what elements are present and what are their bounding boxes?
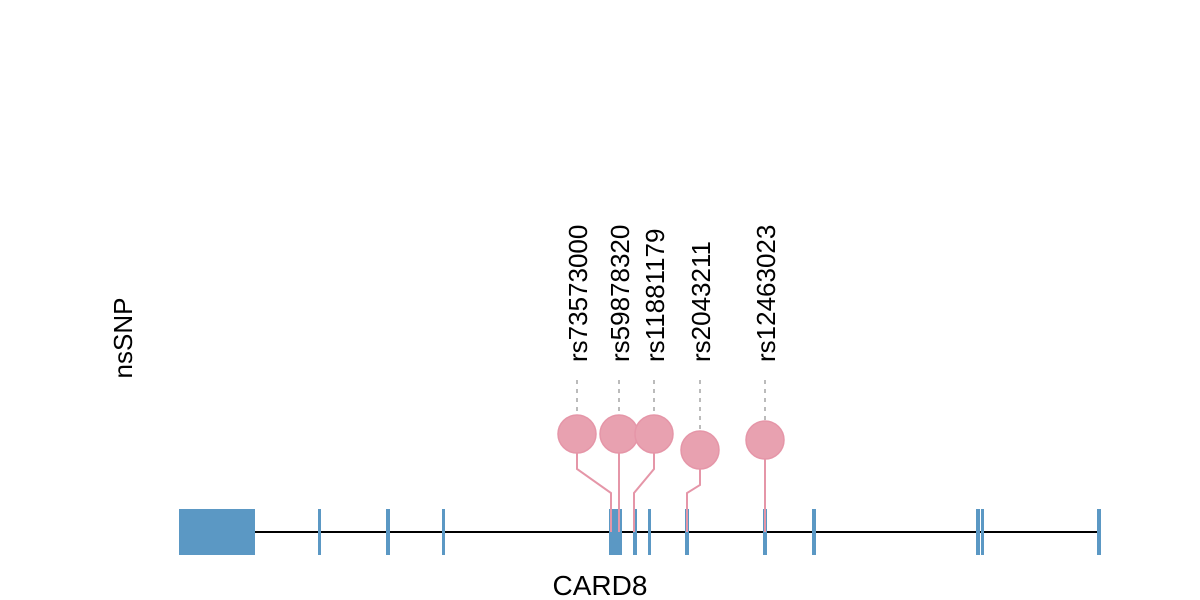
snp-label: rs11881179	[640, 229, 670, 362]
snp-marker[interactable]	[745, 420, 785, 460]
exon	[648, 509, 651, 555]
track-label: nsSNP	[108, 298, 138, 379]
snp-stem	[686, 469, 701, 532]
snp-marker[interactable]	[557, 414, 597, 454]
snp-label: rs2043211	[686, 241, 716, 362]
snp-rs2043211[interactable]: rs2043211	[680, 241, 720, 532]
snp-rs11881179[interactable]: rs11881179	[633, 229, 674, 532]
snp-rs73573000[interactable]: rs73573000	[557, 225, 612, 532]
snp-marker[interactable]	[599, 414, 639, 454]
snp-label: rs59878320	[605, 225, 635, 362]
snp-stem	[633, 453, 655, 532]
snp-label: rs73573000	[563, 225, 593, 362]
gene-label: CARD8	[553, 570, 648, 600]
exon	[179, 509, 255, 555]
snp-marker[interactable]	[634, 414, 674, 454]
snp-marker[interactable]	[680, 430, 720, 470]
exon	[976, 509, 980, 555]
exon	[812, 509, 816, 555]
exon	[386, 509, 390, 555]
exon	[318, 509, 321, 555]
exon	[1097, 509, 1101, 555]
snp-stem	[576, 453, 612, 532]
exon	[981, 509, 984, 555]
snp-label: rs12463023	[751, 225, 781, 362]
snp-rs12463023[interactable]: rs12463023	[745, 225, 785, 532]
exon	[442, 509, 445, 555]
snp-rs59878320[interactable]: rs59878320	[599, 225, 639, 532]
